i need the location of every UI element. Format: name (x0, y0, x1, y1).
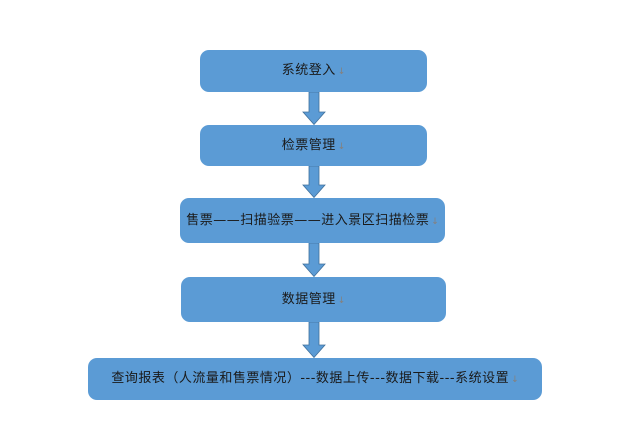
down-arrow-icon (302, 243, 326, 277)
flow-node-data-management: 数据管理↓ (181, 277, 446, 322)
line-break-mark: ↓ (337, 67, 346, 77)
down-arrow-icon (302, 322, 326, 358)
flow-node-label: 系统登入 (281, 63, 336, 78)
flow-node-label: 检票管理 (281, 137, 336, 153)
flow-node-ticket-check-management: 检票管理↓ (200, 125, 427, 166)
down-arrow-icon (302, 166, 326, 198)
line-break-mark: ↓ (337, 141, 346, 152)
flow-node-report-and-settings: 查询报表（人流量和售票情况）---数据上传---数据下载---系统设置↓ (88, 358, 542, 400)
flow-node-ticketing-process: 售票——扫描验票——进入景区扫描检票↓ (180, 198, 445, 243)
line-break-mark: ↓ (511, 375, 519, 385)
flow-node-label: 查询报表（人流量和售票情况）---数据上传---数据下载---系统设置 (111, 371, 510, 386)
flow-node-label: 售票——扫描验票——进入景区扫描检票 (186, 212, 430, 228)
line-break-mark: ↓ (337, 295, 346, 306)
down-arrow-icon (302, 92, 326, 125)
line-break-mark: ↓ (431, 216, 439, 227)
flow-node-label: 数据管理 (281, 291, 336, 307)
flow-node-system-login: 系统登入↓ (200, 50, 427, 92)
